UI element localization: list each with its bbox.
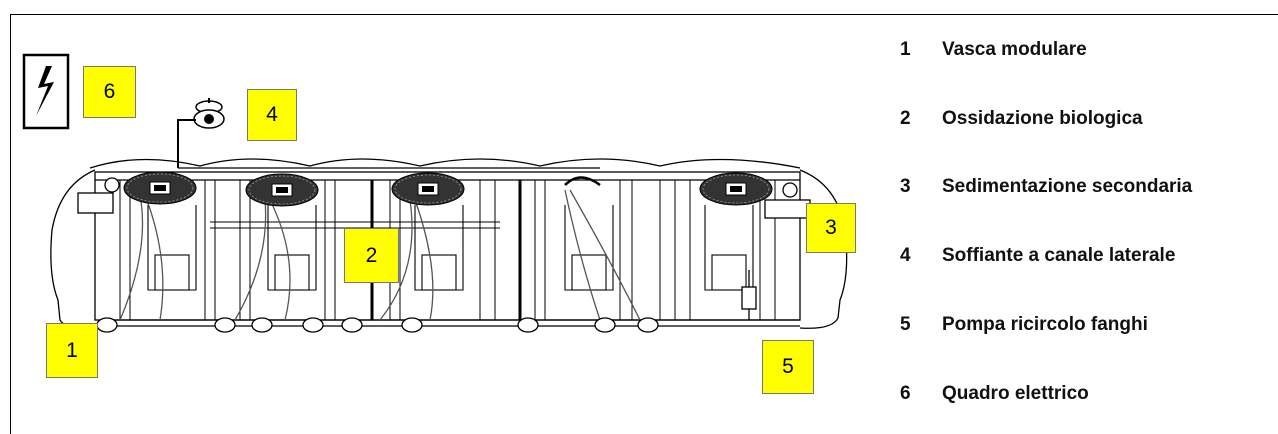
callout-3: 3 [806, 203, 856, 253]
diffusers [96, 317, 659, 333]
manhole-cover-icon [123, 171, 773, 207]
frame-left-border [10, 14, 11, 434]
callout-4: 4 [247, 89, 297, 141]
chamber-inserts [147, 205, 754, 291]
legend-number: 2 [900, 108, 911, 129]
tank-ribs [119, 180, 776, 320]
legend-number: 4 [900, 245, 911, 266]
callout-6: 6 [83, 66, 136, 118]
legend-text: Pompa ricircolo fanghi [942, 314, 1148, 335]
legend-text: Sedimentazione secondaria [942, 176, 1193, 197]
legend-item: 3 Sedimentazione secondaria [900, 172, 1192, 202]
legend-item: 2 Ossidazione biologica [900, 104, 1143, 134]
legend-item: 1 Vasca modulare [900, 35, 1087, 65]
legend-number: 1 [900, 39, 911, 60]
legend-item: 4 Soffiante a canale laterale [900, 241, 1175, 271]
air-hoses [119, 176, 641, 321]
legend-number: 5 [900, 314, 911, 335]
legend-text: Ossidazione biologica [942, 108, 1143, 129]
callout-1: 1 [46, 323, 98, 378]
legend-text: Quadro elettrico [942, 383, 1089, 404]
pipes [77, 177, 811, 219]
legend: 1 Vasca modulare 2 Ossidazione biologica… [900, 0, 1270, 434]
legend-number: 6 [900, 383, 911, 404]
pump-icon [741, 270, 757, 320]
callout-5: 5 [762, 340, 814, 394]
legend-text: Soffiante a canale laterale [942, 245, 1176, 266]
legend-item: 5 Pompa ricircolo fanghi [900, 310, 1148, 340]
lightning-bolt-icon [22, 53, 70, 130]
blower-icon [177, 98, 225, 168]
legend-number: 3 [900, 176, 911, 197]
frame-top-border [10, 14, 1278, 15]
callout-2: 2 [344, 228, 399, 283]
legend-text: Vasca modulare [942, 39, 1087, 60]
legend-item: 6 Quadro elettrico [900, 379, 1089, 409]
